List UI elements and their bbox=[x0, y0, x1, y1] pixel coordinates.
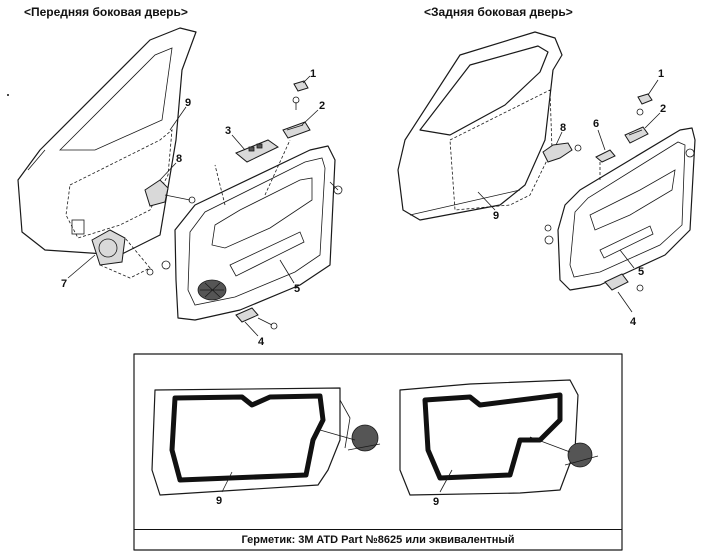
rear-clips bbox=[544, 148, 695, 245]
front-handle-cup bbox=[282, 121, 311, 139]
front-trim-panel bbox=[174, 139, 336, 321]
sealant-caption: Герметик: 3M ATD Part №8625 или эквивале… bbox=[134, 529, 622, 550]
front-callout-2: 2 bbox=[319, 100, 326, 112]
front-callout-3: 3 bbox=[225, 125, 232, 137]
front-callout-7: 7 bbox=[61, 278, 68, 290]
rear-callout-2: 2 bbox=[660, 103, 667, 115]
front-callout-5: 5 bbox=[294, 283, 301, 295]
rear-callout-1: 1 bbox=[658, 68, 665, 80]
rear-callout-8: 8 bbox=[560, 122, 567, 134]
front-door-title: <Передняя боковая дверь> bbox=[24, 5, 188, 19]
rear-switch bbox=[595, 149, 616, 163]
front-callout-8: 8 bbox=[176, 153, 183, 165]
rear-door-title: <Задняя боковая дверь> bbox=[424, 5, 573, 19]
rear-callout-4: 4 bbox=[630, 316, 637, 328]
front-watershield bbox=[65, 129, 173, 239]
front-inner-handle-bracket bbox=[144, 179, 196, 207]
sealant-inset-frame bbox=[133, 353, 623, 551]
rear-watershield bbox=[449, 89, 553, 211]
rear-leader-lines bbox=[477, 79, 661, 313]
rear-callout-5: 5 bbox=[638, 266, 645, 278]
rear-trim-panel bbox=[557, 127, 696, 291]
inset-rear-door bbox=[399, 379, 599, 496]
inset-rear-callout-9: 9 bbox=[433, 496, 440, 508]
rear-lower-piece bbox=[604, 273, 644, 292]
front-callout-1: 1 bbox=[310, 68, 317, 80]
front-switch-panel bbox=[235, 139, 279, 163]
rear-bracket bbox=[542, 142, 582, 163]
rear-callout-9: 9 bbox=[493, 210, 500, 222]
front-lower-trim-piece bbox=[235, 307, 278, 330]
rear-door-frame bbox=[397, 31, 563, 221]
front-door-frame bbox=[7, 27, 197, 256]
rear-handle-cup bbox=[624, 126, 649, 144]
front-callout-4: 4 bbox=[258, 336, 265, 348]
rear-callout-6: 6 bbox=[593, 118, 600, 130]
inset-front-door bbox=[151, 387, 381, 496]
front-speaker-bracket bbox=[91, 229, 151, 279]
front-cap bbox=[292, 80, 309, 110]
inset-front-callout-9: 9 bbox=[216, 495, 223, 507]
rear-cap bbox=[636, 93, 653, 116]
front-clips bbox=[146, 181, 343, 276]
front-leader-lines bbox=[67, 75, 319, 337]
front-callout-9: 9 bbox=[185, 97, 192, 109]
